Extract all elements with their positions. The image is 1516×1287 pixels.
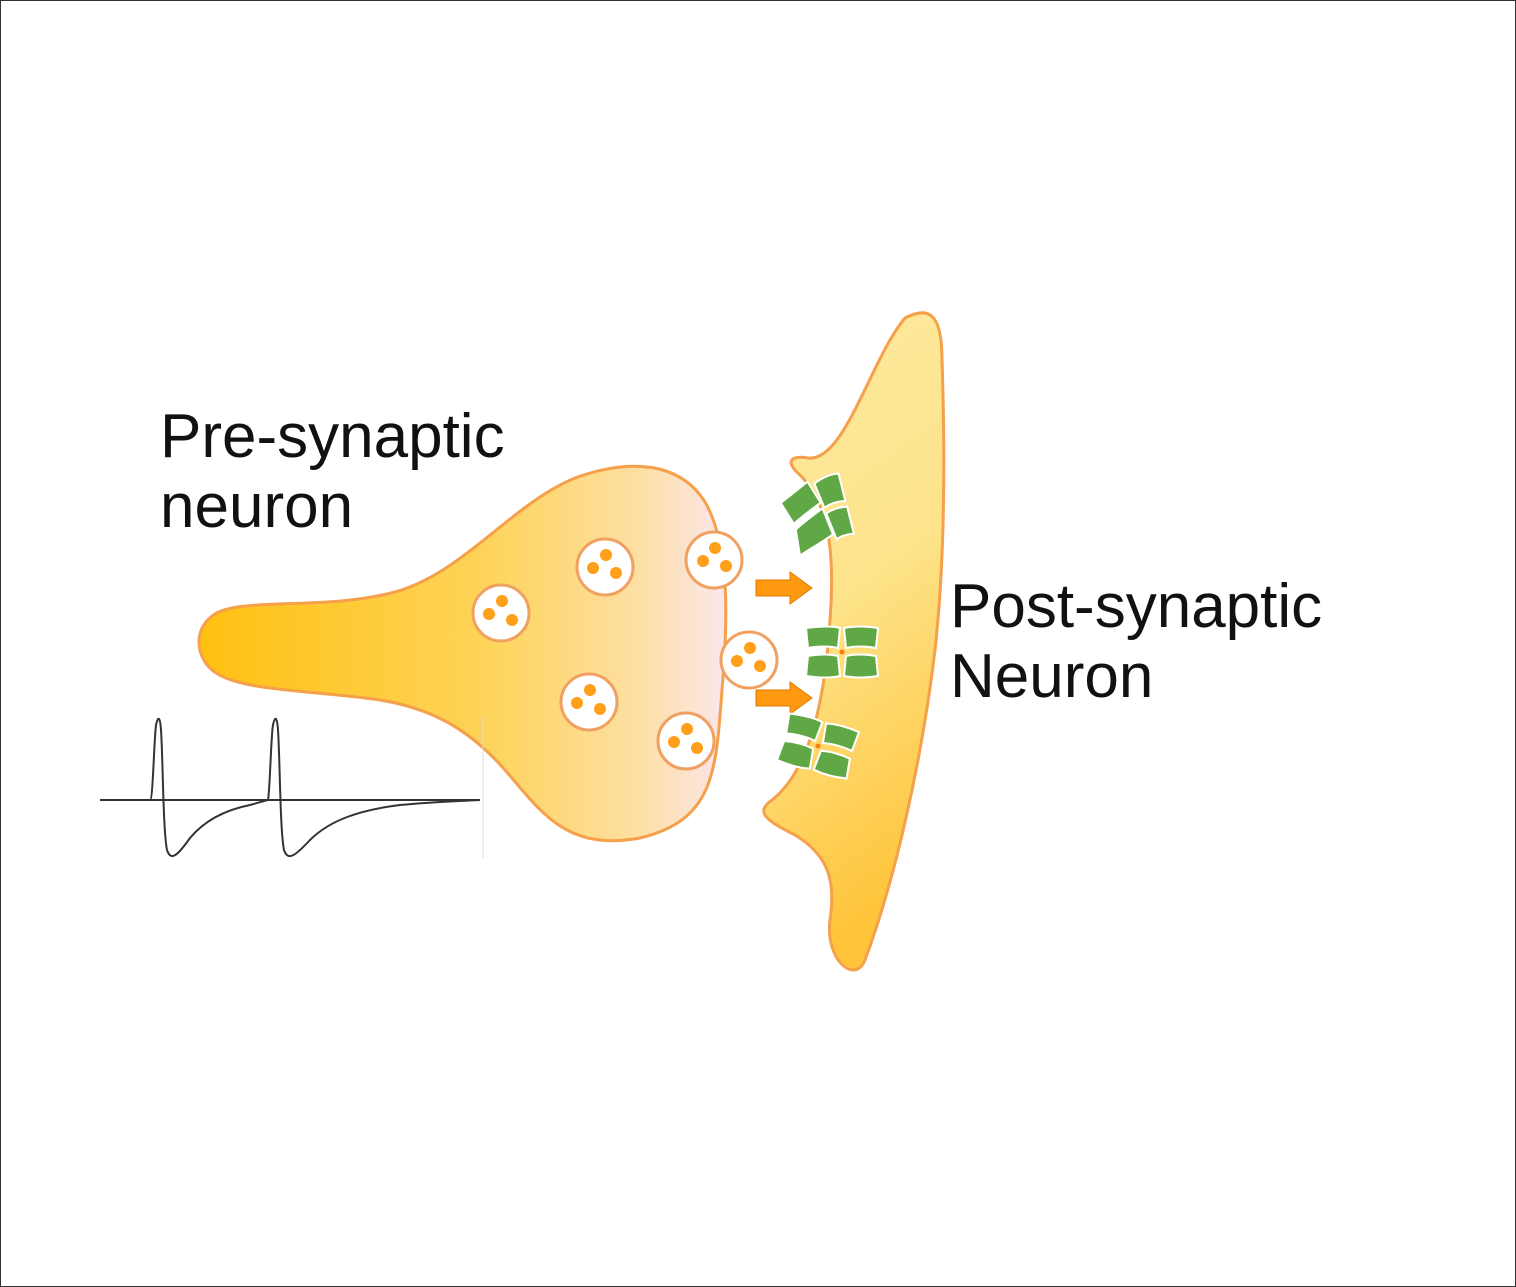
vesicle-icon [575,537,635,597]
release-arrow-icon [755,571,813,605]
post-synaptic-label-line2: Neuron [950,642,1154,711]
vesicle-icon [559,672,619,732]
action-potential-trace [100,716,484,858]
post-synaptic-label-line1: Post-synaptic [950,572,1323,641]
vesicle-icon [719,630,779,690]
vesicle-icon [684,530,744,590]
trace-waveform [100,717,481,858]
receptor-icon [779,472,856,558]
vesicle-group [471,530,779,771]
pre-synaptic-label-line1: Pre-synaptic [160,402,505,471]
release-arrow-icon [755,681,813,715]
receptor-icon [804,625,880,679]
vesicle-icon [471,583,531,643]
pre-synaptic-label-line2: neuron [160,472,354,541]
vesicle-icon [656,711,716,771]
receptor-icon [775,712,861,780]
pre-synaptic-label: Pre-synaptic neuron [160,402,505,542]
post-synaptic-label: Post-synaptic Neuron [950,572,1322,712]
